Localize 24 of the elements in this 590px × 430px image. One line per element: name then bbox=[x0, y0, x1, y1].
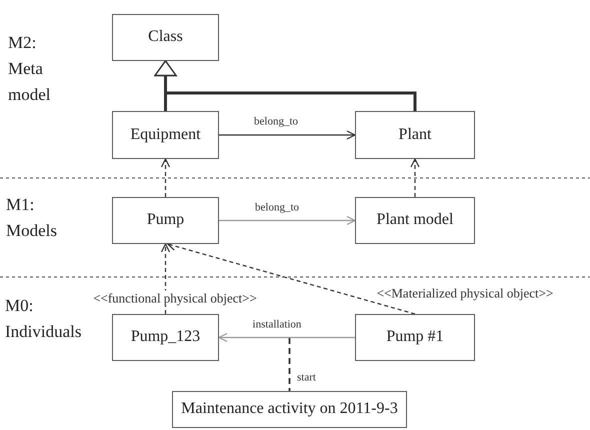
edge-label: belong_to bbox=[253, 202, 301, 214]
dashed-line bbox=[288, 338, 290, 391]
level-label: M0: Individuals bbox=[5, 295, 82, 343]
object-box: Pump #1 bbox=[355, 314, 475, 361]
class-box: Pump bbox=[112, 197, 219, 244]
generalization-arrow bbox=[154, 60, 416, 111]
class-box: Class bbox=[112, 14, 219, 61]
level-label: M2: Meta model bbox=[8, 32, 52, 106]
class-box: Plant bbox=[355, 111, 475, 159]
arrow bbox=[219, 130, 356, 140]
dashed-arrow bbox=[167, 242, 416, 315]
level-label: M1: Models bbox=[6, 194, 58, 242]
object-box: Pump_123 bbox=[112, 314, 219, 361]
class-box: Equipment bbox=[112, 111, 219, 159]
arrow bbox=[219, 216, 356, 226]
dashed-arrow bbox=[160, 158, 170, 197]
stereotype-label: <<functional physical object>> bbox=[92, 290, 258, 306]
class-box: Plant model bbox=[355, 197, 475, 244]
activity-box: Maintenance activity on 2011-9-3 bbox=[172, 391, 407, 428]
edge-label: belong_to bbox=[252, 116, 300, 128]
arrow bbox=[218, 332, 355, 342]
stereotype-label: <<Materialized physical object>> bbox=[376, 286, 554, 300]
dashed-arrow bbox=[160, 243, 170, 314]
dashed-arrow bbox=[410, 158, 420, 197]
